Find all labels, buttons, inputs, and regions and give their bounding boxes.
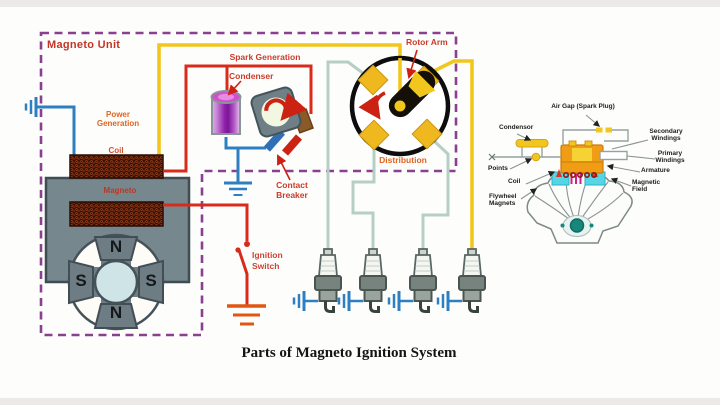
rotor-shaft: [93, 259, 139, 305]
magneto-body: [44, 176, 191, 331]
bottom-border-band: [0, 398, 720, 405]
primary-coil-curls: [562, 172, 597, 179]
label-distribution: Distribution: [379, 155, 427, 165]
diagram-title: Parts of Magneto Ignition System: [241, 345, 457, 361]
coil-ground-symbol: [24, 95, 76, 156]
plug-wire-yellow: [431, 59, 474, 250]
pole-letter-south-right: S: [145, 271, 157, 290]
spark-plug-1: [313, 247, 343, 313]
coil-winding: [69, 154, 164, 179]
inset-label-secondary-windings: Secondary Windings: [649, 128, 683, 142]
plug-ground-3: [387, 289, 415, 313]
inset-label-points: Points: [488, 165, 508, 172]
inset-condenser: [515, 139, 549, 148]
spark-plugs: [292, 247, 487, 313]
spark-plug-4: [457, 247, 487, 313]
breaker-arm-red: [281, 134, 303, 156]
pole-letter-south-left: S: [75, 271, 87, 290]
label-power-generation: Power Generation: [96, 110, 140, 128]
label-ignition-switch: Ignition Switch: [252, 250, 283, 271]
inset-label-air-gap: Air Gap (Spark Plug): [551, 103, 615, 110]
plug-ground-4: [436, 289, 464, 313]
switch-lever-dot: [235, 247, 241, 253]
air-gap-right: [605, 127, 612, 133]
condenser-ground-symbol: [222, 181, 254, 197]
contact-breaker: [250, 86, 314, 156]
spark-plug-2: [358, 247, 388, 313]
inset-label-flywheel-magnets: Flywheel Magnets: [489, 193, 517, 207]
label-spark-generation: Spark Generation: [229, 52, 301, 62]
label-coil: Coil: [108, 146, 124, 155]
plug-ground-2: [337, 289, 365, 313]
inset-label-magnetic-field: Magnetic Field: [632, 179, 661, 193]
condenser: [210, 90, 266, 197]
label-pointers: [227, 49, 418, 181]
magneto-winding: [69, 201, 164, 227]
hub: [569, 218, 585, 233]
switch-contact-dot: [244, 241, 250, 247]
spark-plug-3: [408, 247, 438, 313]
breaker-cam-box: [250, 86, 308, 138]
label-condenser: Condenser: [229, 71, 274, 81]
label-magneto: Magneto: [103, 186, 137, 195]
breaker-arm-blue: [264, 129, 285, 152]
red-wires: [163, 64, 313, 305]
plug-ground-1: [292, 289, 320, 313]
label-rotor-arm: Rotor Arm: [406, 37, 448, 47]
magnet-left: [551, 171, 570, 186]
rotation-arrow: [358, 91, 386, 120]
inset-label-coil: Coil: [508, 178, 521, 185]
pole-letter-north-bottom: N: [109, 303, 123, 322]
pole-letter-north-top: N: [109, 237, 123, 256]
distributor: [349, 55, 451, 157]
label-magneto-unit: Magneto Unit: [47, 39, 121, 51]
flywheel-inset: [488, 114, 656, 244]
inset-points: [531, 152, 541, 162]
top-border-band: [0, 0, 720, 7]
plug-wires-teal: [326, 60, 450, 250]
inset-label-condensor: Condensor: [499, 124, 534, 131]
inset-label-primary-windings: Primary Windings: [655, 150, 685, 164]
blue-wire-coil: [36, 105, 76, 156]
primary-loop: [599, 150, 628, 161]
ignition-ground-symbol: [227, 304, 266, 326]
secondary-coil: [572, 148, 592, 161]
label-contact-breaker: Contact Breaker: [276, 180, 308, 200]
inset-pointers: [509, 114, 656, 200]
inset-label-armature: Armature: [641, 167, 670, 174]
air-gap-left: [596, 127, 603, 133]
